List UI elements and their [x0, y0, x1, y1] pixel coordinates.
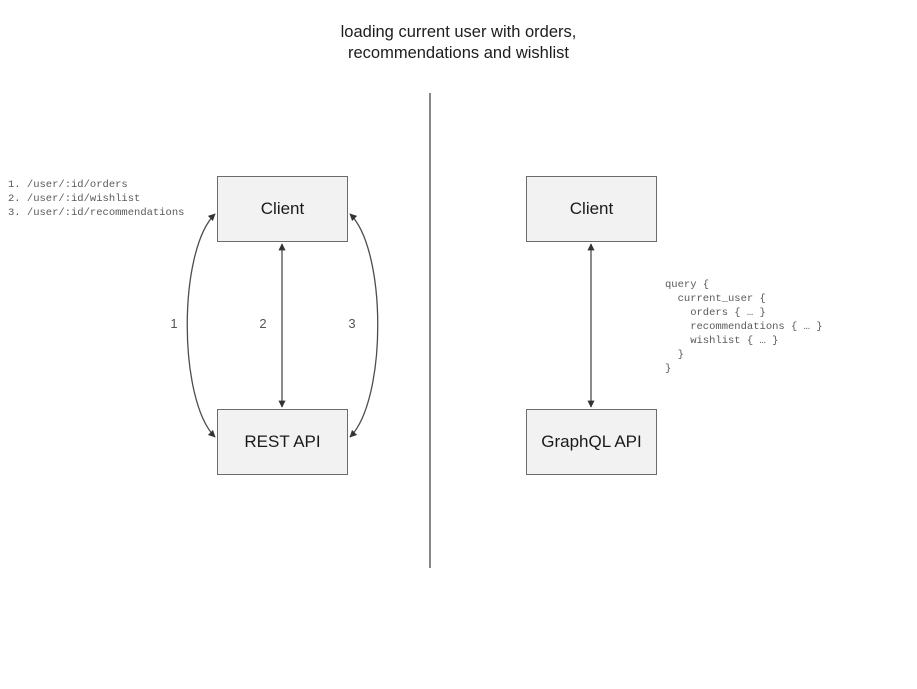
edge-label-1: 1 — [170, 316, 178, 331]
edge-label-2: 2 — [259, 316, 267, 331]
edge-label-3: 3 — [348, 316, 356, 331]
node-graphql-api[interactable]: GraphQL API — [526, 409, 657, 475]
graphql-query-block: query { current_user { orders { … } reco… — [665, 279, 823, 375]
edge-1-curve-left — [186, 213, 216, 438]
rest-endpoint-list: 1. /user/:id/orders 2. /user/:id/wishlis… — [8, 179, 185, 219]
node-client-graphql[interactable]: Client — [526, 176, 657, 242]
edge-3-curve-right — [349, 213, 379, 438]
diagram-title: loading current user with orders, recomm… — [340, 23, 577, 62]
node-rest-api[interactable]: REST API — [217, 409, 348, 475]
node-client-rest[interactable]: Client — [217, 176, 348, 242]
